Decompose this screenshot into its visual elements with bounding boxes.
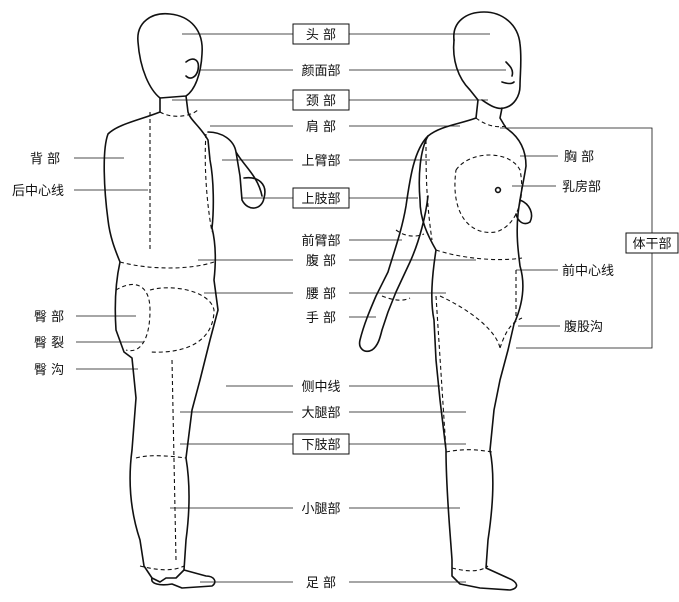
label-neck: 颈 部 — [306, 94, 336, 109]
label-chest: 胸 部 — [564, 150, 594, 165]
back-head — [138, 14, 202, 98]
label-upper-arm: 上臂部 — [301, 154, 340, 169]
label-gluteal-groove: 臀 沟 — [34, 363, 64, 378]
leader-lines — [74, 34, 652, 582]
front-view-figure — [360, 12, 532, 590]
label-thigh: 大腿部 — [301, 406, 340, 421]
label-buttock: 臀 部 — [34, 310, 64, 325]
label-abdomen: 腹 部 — [306, 253, 336, 269]
front-torso — [419, 100, 526, 590]
label-back-midline: 后中心线 — [12, 184, 64, 199]
front-head — [454, 12, 521, 108]
label-face: 颜面部 — [301, 63, 340, 79]
label-back: 背 部 — [30, 152, 60, 167]
label-trunk: 体干部 — [632, 237, 671, 252]
label-gluteal-cleft: 臀 裂 — [34, 336, 64, 351]
label-forearm: 前臂部 — [301, 233, 340, 249]
label-side-line: 侧中线 — [301, 380, 340, 395]
label-shoulder: 肩 部 — [306, 119, 336, 135]
back-arm — [208, 132, 265, 208]
label-front-midline: 前中心线 — [562, 263, 614, 279]
label-calf: 小腿部 — [301, 502, 340, 517]
label-hand: 手 部 — [306, 311, 336, 326]
label-waist: 腰 部 — [306, 287, 336, 302]
label-foot: 足 部 — [306, 576, 336, 591]
label-head: 头 部 — [306, 28, 336, 43]
label-groin: 腹股沟 — [564, 319, 603, 335]
labels: 头 部 颜面部 颈 部 肩 部 上臂部 上肢部 前臂部 腹 部 腰 部 手 部 … — [12, 28, 672, 591]
front-arm — [360, 136, 428, 351]
label-lower-limb: 下肢部 — [301, 437, 340, 453]
label-breast: 乳房部 — [562, 179, 601, 195]
label-upper-limb: 上肢部 — [301, 191, 340, 207]
